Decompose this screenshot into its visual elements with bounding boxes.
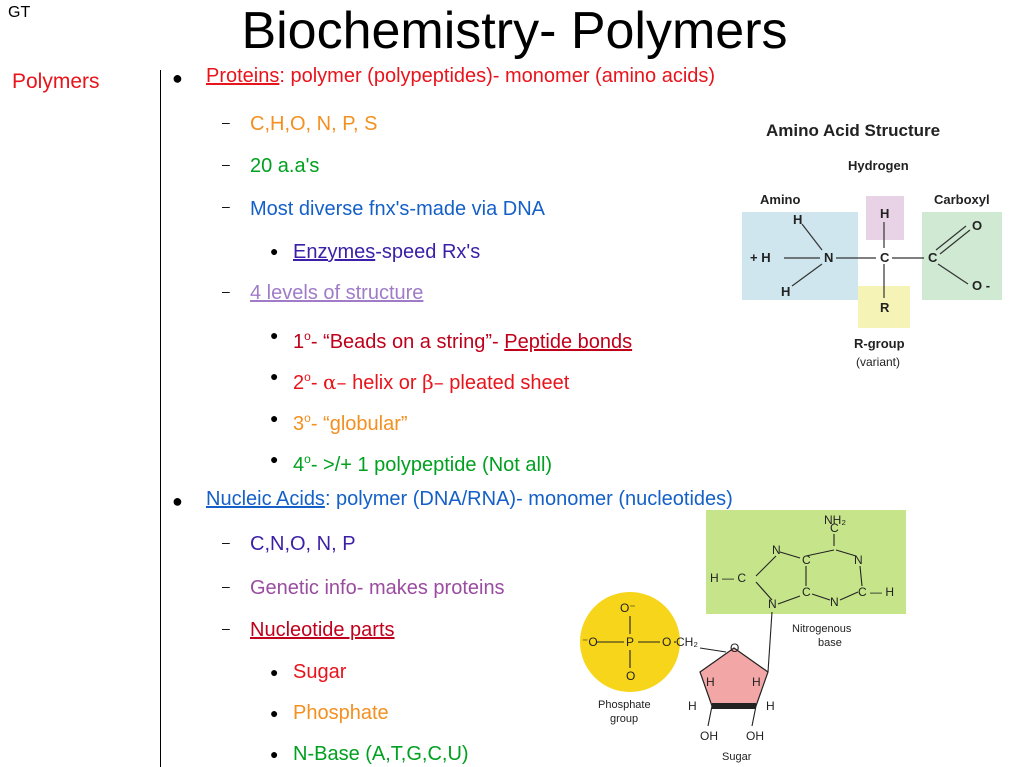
svg-text:C: C bbox=[880, 250, 890, 265]
svg-text:⁻O: ⁻O bbox=[582, 635, 598, 649]
svg-text:O: O bbox=[972, 218, 982, 233]
svg-text:P: P bbox=[626, 635, 634, 649]
svg-text:N: N bbox=[772, 543, 781, 557]
svg-text:OH: OH bbox=[746, 729, 764, 743]
phosphate-circle bbox=[580, 592, 680, 692]
amino-group-box bbox=[742, 212, 858, 300]
svg-text:N: N bbox=[854, 553, 863, 567]
hydrogen-box bbox=[866, 196, 904, 240]
svg-text:O: O bbox=[626, 669, 635, 683]
dash-icon: – bbox=[222, 198, 230, 214]
part-sugar: Sugar bbox=[293, 661, 347, 683]
enzymes-link[interactable]: Enzymes bbox=[293, 241, 376, 263]
nucleic-acids-link[interactable]: Nucleic Acids bbox=[206, 488, 325, 510]
dash-icon: – bbox=[222, 534, 230, 550]
svg-text:H: H bbox=[793, 212, 802, 227]
part-nbase: N-Base (A,T,G,C,U) bbox=[293, 743, 469, 765]
proteins-count: 20 a.a's bbox=[250, 155, 320, 177]
svg-text:H: H bbox=[880, 206, 889, 221]
dash-icon: – bbox=[222, 620, 230, 636]
bullet-icon: ● bbox=[270, 368, 279, 384]
nucleotide-parts-link[interactable]: Nucleotide parts bbox=[250, 619, 395, 641]
bullet-icon: ● bbox=[172, 491, 183, 511]
proteins-elements: C,H,O, N, P, S bbox=[250, 113, 378, 135]
bullet-icon: ● bbox=[270, 410, 279, 426]
svg-text:H — C: H — C bbox=[710, 571, 746, 585]
nucleic-heading: Nucleic Acids: polymer (DNA/RNA)- monome… bbox=[206, 488, 733, 510]
svg-text:OH: OH bbox=[700, 729, 718, 743]
svg-text:Carboxyl: Carboxyl bbox=[934, 192, 990, 207]
svg-text:O⁻: O⁻ bbox=[620, 601, 636, 615]
svg-text:C — H: C — H bbox=[858, 585, 894, 599]
svg-text:H: H bbox=[706, 675, 715, 689]
svg-text:Phosphate: Phosphate bbox=[598, 699, 651, 711]
svg-text:N: N bbox=[830, 595, 839, 609]
nucleic-genetic: Genetic info- makes proteins bbox=[250, 577, 505, 599]
amino-title: Amino Acid Structure bbox=[766, 121, 940, 140]
svg-text:C: C bbox=[928, 250, 938, 265]
page-title: Biochemistry- Polymers bbox=[241, 2, 788, 60]
level-2-line: 2o- α– helix or β– pleated sheet bbox=[293, 370, 570, 394]
svg-text:Nitrogenous: Nitrogenous bbox=[792, 623, 852, 635]
bullet-icon: ● bbox=[172, 68, 183, 88]
svg-text:H: H bbox=[766, 699, 775, 713]
bullet-icon: ● bbox=[270, 327, 279, 343]
svg-text:C: C bbox=[802, 585, 811, 599]
amino-acid-diagram: Amino Acid Structure Hydrogen Amino Carb… bbox=[742, 121, 1002, 369]
svg-text:R: R bbox=[880, 300, 890, 315]
svg-text:base: base bbox=[818, 637, 842, 649]
nucleotide-diagram: NH₂ C N C N H — C C N C — H N O⁻ ⁻O P O … bbox=[580, 510, 906, 763]
svg-text:C: C bbox=[830, 521, 839, 535]
divider-line bbox=[160, 70, 161, 767]
svg-text:N: N bbox=[824, 250, 833, 265]
bullet-icon: ● bbox=[270, 451, 279, 467]
corner-label: GT bbox=[8, 4, 31, 21]
level-4-line: 4o- >/+ 1 polypeptide (Not all) bbox=[293, 452, 553, 476]
svg-text:H: H bbox=[781, 284, 790, 299]
svg-text:C: C bbox=[802, 553, 811, 567]
peptide-bonds-link[interactable]: Peptide bonds bbox=[504, 331, 633, 353]
svg-text:Sugar: Sugar bbox=[722, 751, 752, 763]
dash-icon: – bbox=[222, 156, 230, 172]
sidebar-label: Polymers bbox=[12, 70, 100, 93]
dash-icon: – bbox=[222, 283, 230, 299]
svg-text:group: group bbox=[610, 713, 638, 725]
bullet-icon: ● bbox=[270, 664, 279, 680]
carboxyl-box bbox=[922, 212, 1002, 300]
level-3-line: 3o- “globular” bbox=[293, 411, 408, 435]
svg-text:CH₂: CH₂ bbox=[676, 635, 698, 649]
base-box bbox=[706, 510, 906, 614]
svg-text:Hydrogen: Hydrogen bbox=[848, 158, 909, 173]
svg-text:H: H bbox=[752, 675, 761, 689]
dash-icon: – bbox=[222, 114, 230, 130]
svg-text:(variant): (variant) bbox=[856, 355, 900, 369]
enzymes-line: Enzymes-speed Rx's bbox=[293, 241, 481, 263]
svg-text:H: H bbox=[688, 699, 697, 713]
svg-text:R-group: R-group bbox=[854, 336, 905, 351]
svg-text:O -: O - bbox=[972, 278, 990, 293]
svg-text:N: N bbox=[768, 597, 777, 611]
bullet-icon: ● bbox=[270, 746, 279, 762]
dash-icon: – bbox=[222, 578, 230, 594]
bullet-icon: ● bbox=[270, 243, 279, 259]
svg-text:+ H: + H bbox=[750, 250, 771, 265]
svg-text:O: O bbox=[662, 635, 671, 649]
nucleic-elements: C,N,O, N, P bbox=[250, 533, 356, 555]
levels-link[interactable]: 4 levels of structure bbox=[250, 282, 424, 304]
level-1-line: 1o- “Beads on a string”- Peptide bonds bbox=[293, 329, 633, 353]
svg-text:O: O bbox=[730, 641, 739, 655]
proteins-link[interactable]: Proteins bbox=[206, 65, 280, 87]
proteins-diverse: Most diverse fnx's-made via DNA bbox=[250, 198, 546, 220]
svg-text:Amino: Amino bbox=[760, 192, 801, 207]
proteins-heading: Proteins: polymer (polypeptides)- monome… bbox=[206, 65, 716, 87]
part-phosphate: Phosphate bbox=[293, 702, 389, 724]
bullet-icon: ● bbox=[270, 705, 279, 721]
svg-text:NH₂: NH₂ bbox=[824, 513, 846, 527]
